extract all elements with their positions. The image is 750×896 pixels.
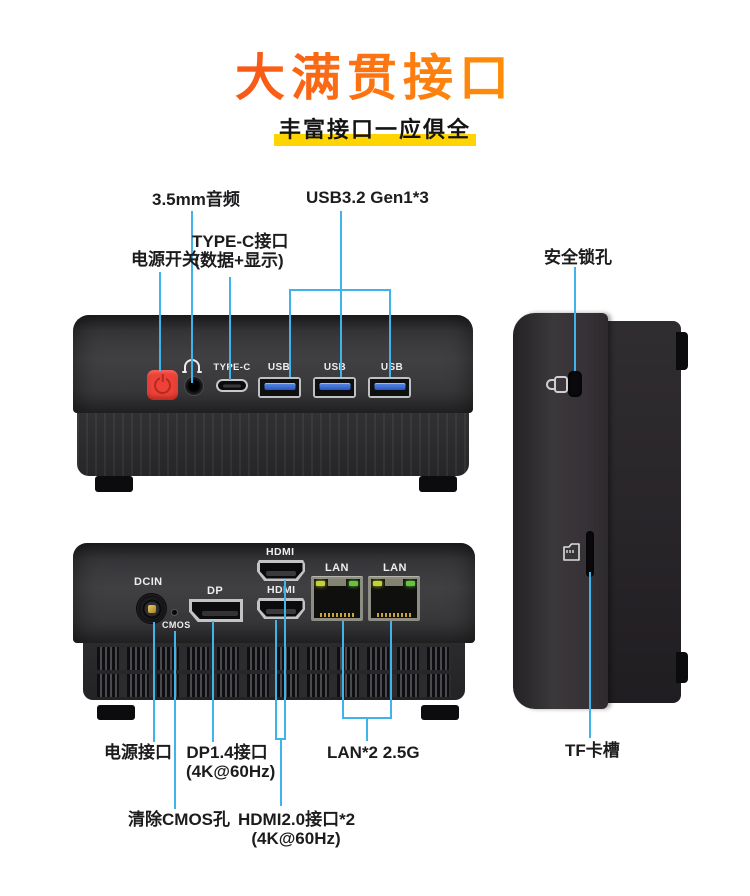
lan-port-1 (311, 576, 363, 621)
power-icon (154, 376, 171, 394)
device-foot (421, 705, 459, 720)
page-title: 大满贯接口 (0, 38, 750, 110)
device-foot (95, 476, 133, 492)
lan-led-icon (349, 581, 358, 586)
label-hdmi: HDMI2.0接口*2 (4K@60Hz) (238, 810, 356, 848)
usb-port-1 (258, 377, 301, 398)
label-dp-line2: (4K@60Hz) (186, 762, 276, 781)
power-button (147, 370, 178, 400)
label-typec-line1: TYPE-C接口 (192, 232, 289, 251)
callout-line-lan-left (342, 621, 344, 719)
callout-line-lan-stem (366, 717, 368, 741)
label-lock: 安全锁孔 (544, 248, 612, 267)
callout-line-hdmi-stem (280, 738, 282, 806)
usb-port-label: USB (267, 362, 291, 373)
label-typec: TYPE-C接口 (数据+显示) (192, 232, 289, 270)
usb-port-label: USB (323, 362, 347, 373)
hdmi-port-label: HDMI (267, 584, 296, 596)
label-dp-line1: DP1.4接口 (186, 743, 268, 762)
callout-line-dcin (153, 622, 155, 742)
page-subtitle: 丰富接口一应俱全 (0, 112, 750, 146)
callout-line-power-switch (159, 272, 161, 372)
lan-port-label: LAN (325, 562, 349, 574)
usb-port-3 (368, 377, 411, 398)
side-body (513, 313, 608, 709)
typec-port-label: TYPE-C (213, 362, 251, 373)
device-foot (676, 332, 688, 370)
callout-line-usb-left (289, 289, 291, 377)
hdmi-port-top (257, 560, 305, 581)
tf-card-slot (586, 531, 594, 577)
dcin-port-label: DCIN (134, 576, 163, 588)
label-power-switch: 电源开关 (131, 250, 199, 269)
lock-icon (546, 376, 568, 393)
callout-line-usb-right (389, 289, 391, 377)
kensington-lock-slot (568, 371, 582, 397)
label-power-in: 电源接口 (104, 743, 172, 762)
callout-line-usb-bracket (289, 289, 391, 291)
lan-led-icon (316, 581, 325, 586)
label-hdmi-line2: (4K@60Hz) (251, 829, 341, 848)
lan-port-2 (368, 576, 420, 621)
hdmi-port-bottom (257, 598, 305, 619)
callout-line-lock (574, 267, 576, 371)
device-foot (676, 652, 688, 683)
subtitle-highlight: 丰富接口一应俱全 (273, 117, 476, 146)
callout-line-dp (212, 621, 214, 742)
lan-led-icon (373, 581, 382, 586)
vent-grille (83, 643, 465, 700)
callout-line-hdmi-bottom (275, 620, 277, 740)
label-cmos: 清除CMOS孔 (128, 810, 230, 829)
callout-line-cmos (174, 631, 176, 809)
device-foot (419, 476, 457, 492)
typec-port (216, 379, 248, 392)
callout-line-usb-mid (340, 211, 342, 377)
callout-line-tf (589, 572, 591, 738)
label-dp: DP1.4接口 (4K@60Hz) (186, 743, 276, 781)
side-back-panel (603, 321, 681, 703)
microsd-card-icon (563, 543, 580, 561)
callout-line-typec (229, 277, 231, 380)
label-hdmi-line1: HDMI2.0接口*2 (238, 810, 356, 829)
vent-row (97, 674, 451, 697)
lan-led-icon (406, 581, 415, 586)
label-tf: TF卡槽 (565, 741, 620, 760)
side-view (513, 313, 688, 709)
lan-port-label: LAN (383, 562, 407, 574)
usb-port-2 (313, 377, 356, 398)
dcin-jack (137, 594, 166, 623)
front-view: TYPE-C USB USB USB (73, 315, 473, 493)
rear-view: DCIN CMOS DP HDMI HDMI LAN LAN (73, 543, 475, 720)
cmos-hole (172, 610, 177, 615)
audio-jack (185, 377, 203, 395)
callout-line-lan-right (390, 621, 392, 719)
label-usb: USB3.2 Gen1*3 (306, 188, 429, 207)
dp-port (189, 599, 243, 622)
device-foot (97, 705, 135, 720)
vent-row (97, 647, 451, 670)
callout-line-audio (191, 211, 193, 383)
label-audio: 3.5mm音频 (152, 190, 240, 209)
label-typec-line2: (数据+显示) (194, 251, 284, 270)
dp-port-label: DP (207, 585, 224, 597)
usb-port-label: USB (380, 362, 404, 373)
front-lower-shell (77, 413, 469, 476)
hdmi-port-label: HDMI (266, 546, 295, 558)
cmos-label: CMOS (162, 620, 191, 630)
callout-line-hdmi-top (284, 580, 286, 740)
label-lan: LAN*2 2.5G (327, 743, 420, 762)
